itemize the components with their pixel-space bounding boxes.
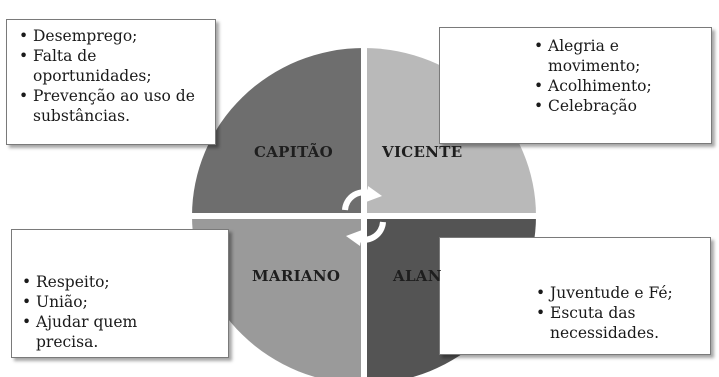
list-item: Alegria e movimento; [534,36,643,76]
list-item: Respeito; [22,272,228,292]
list-item: Escuta das necessidades. [536,303,690,343]
box-bottom-left: Respeito; União; Ajudar quem precisa. [11,229,229,358]
list-item: Juventude e Fé; [536,283,710,303]
list-top-left: Desemprego; Falta de oportunidades; Prev… [19,26,215,126]
quadrant-label-vicente: VICENTE [382,143,463,161]
list-bottom-left: Respeito; União; Ajudar quem precisa. [22,272,228,352]
quadrant-label-mariano: MARIANO [252,267,341,285]
box-top-right: Alegria e movimento; Acolhimento; Celebr… [439,27,712,144]
circular-arrows-icon [342,186,386,246]
list-top-right: Alegria e movimento; Acolhimento; Celebr… [534,36,711,116]
box-bottom-right: Juventude e Fé; Escuta das necessidades. [439,237,711,355]
quadrant-label-capitao: CAPITÃO [254,143,334,161]
quadrant-top-left [192,48,364,216]
list-item: Prevenção ao uso de substâncias. [19,86,208,126]
list-item: União; [22,292,228,312]
list-item: Acolhimento; [534,76,711,96]
list-item: Falta de oportunidades; [19,46,183,86]
quadrant-label-alan: ALAN [393,267,442,285]
list-item: Ajudar quem precisa. [22,312,166,352]
list-item: Desemprego; [19,26,215,46]
quadrant-bottom-left [192,216,364,377]
list-bottom-right: Juventude e Fé; Escuta das necessidades. [536,283,710,343]
box-top-left: Desemprego; Falta de oportunidades; Prev… [6,19,216,145]
list-item: Celebração [534,96,711,116]
